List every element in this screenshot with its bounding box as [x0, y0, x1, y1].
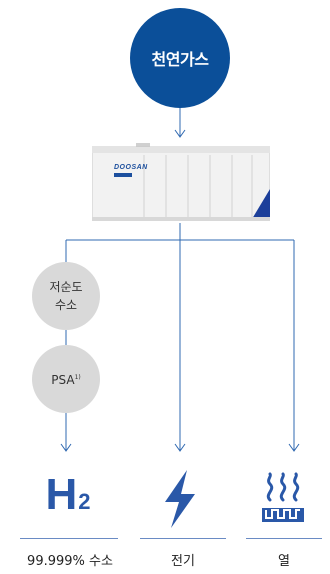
divider — [140, 538, 226, 539]
psa-node: PSA1) — [32, 345, 100, 413]
divider — [20, 538, 118, 539]
output-label-electricity: 전기 — [171, 554, 195, 569]
natural-gas-node: 천연가스 — [130, 8, 230, 108]
fuel-cell-unit: DOOSAN — [91, 143, 271, 223]
output-label-hydrogen: 99.999% 수소 — [27, 554, 113, 569]
low-purity-hydrogen-label: 저순도 수소 — [49, 280, 83, 312]
psa-footnote: 1) — [74, 374, 81, 381]
psa-label: PSA — [51, 373, 75, 387]
natural-gas-label: 천연가스 — [151, 50, 209, 69]
divider — [246, 538, 322, 539]
lightning-icon — [157, 470, 203, 528]
heat-icon — [258, 472, 308, 524]
low-purity-hydrogen-node: 저순도 수소 — [32, 262, 100, 330]
output-label-heat: 열 — [278, 554, 290, 569]
brand-logo: DOOSAN — [114, 164, 148, 171]
